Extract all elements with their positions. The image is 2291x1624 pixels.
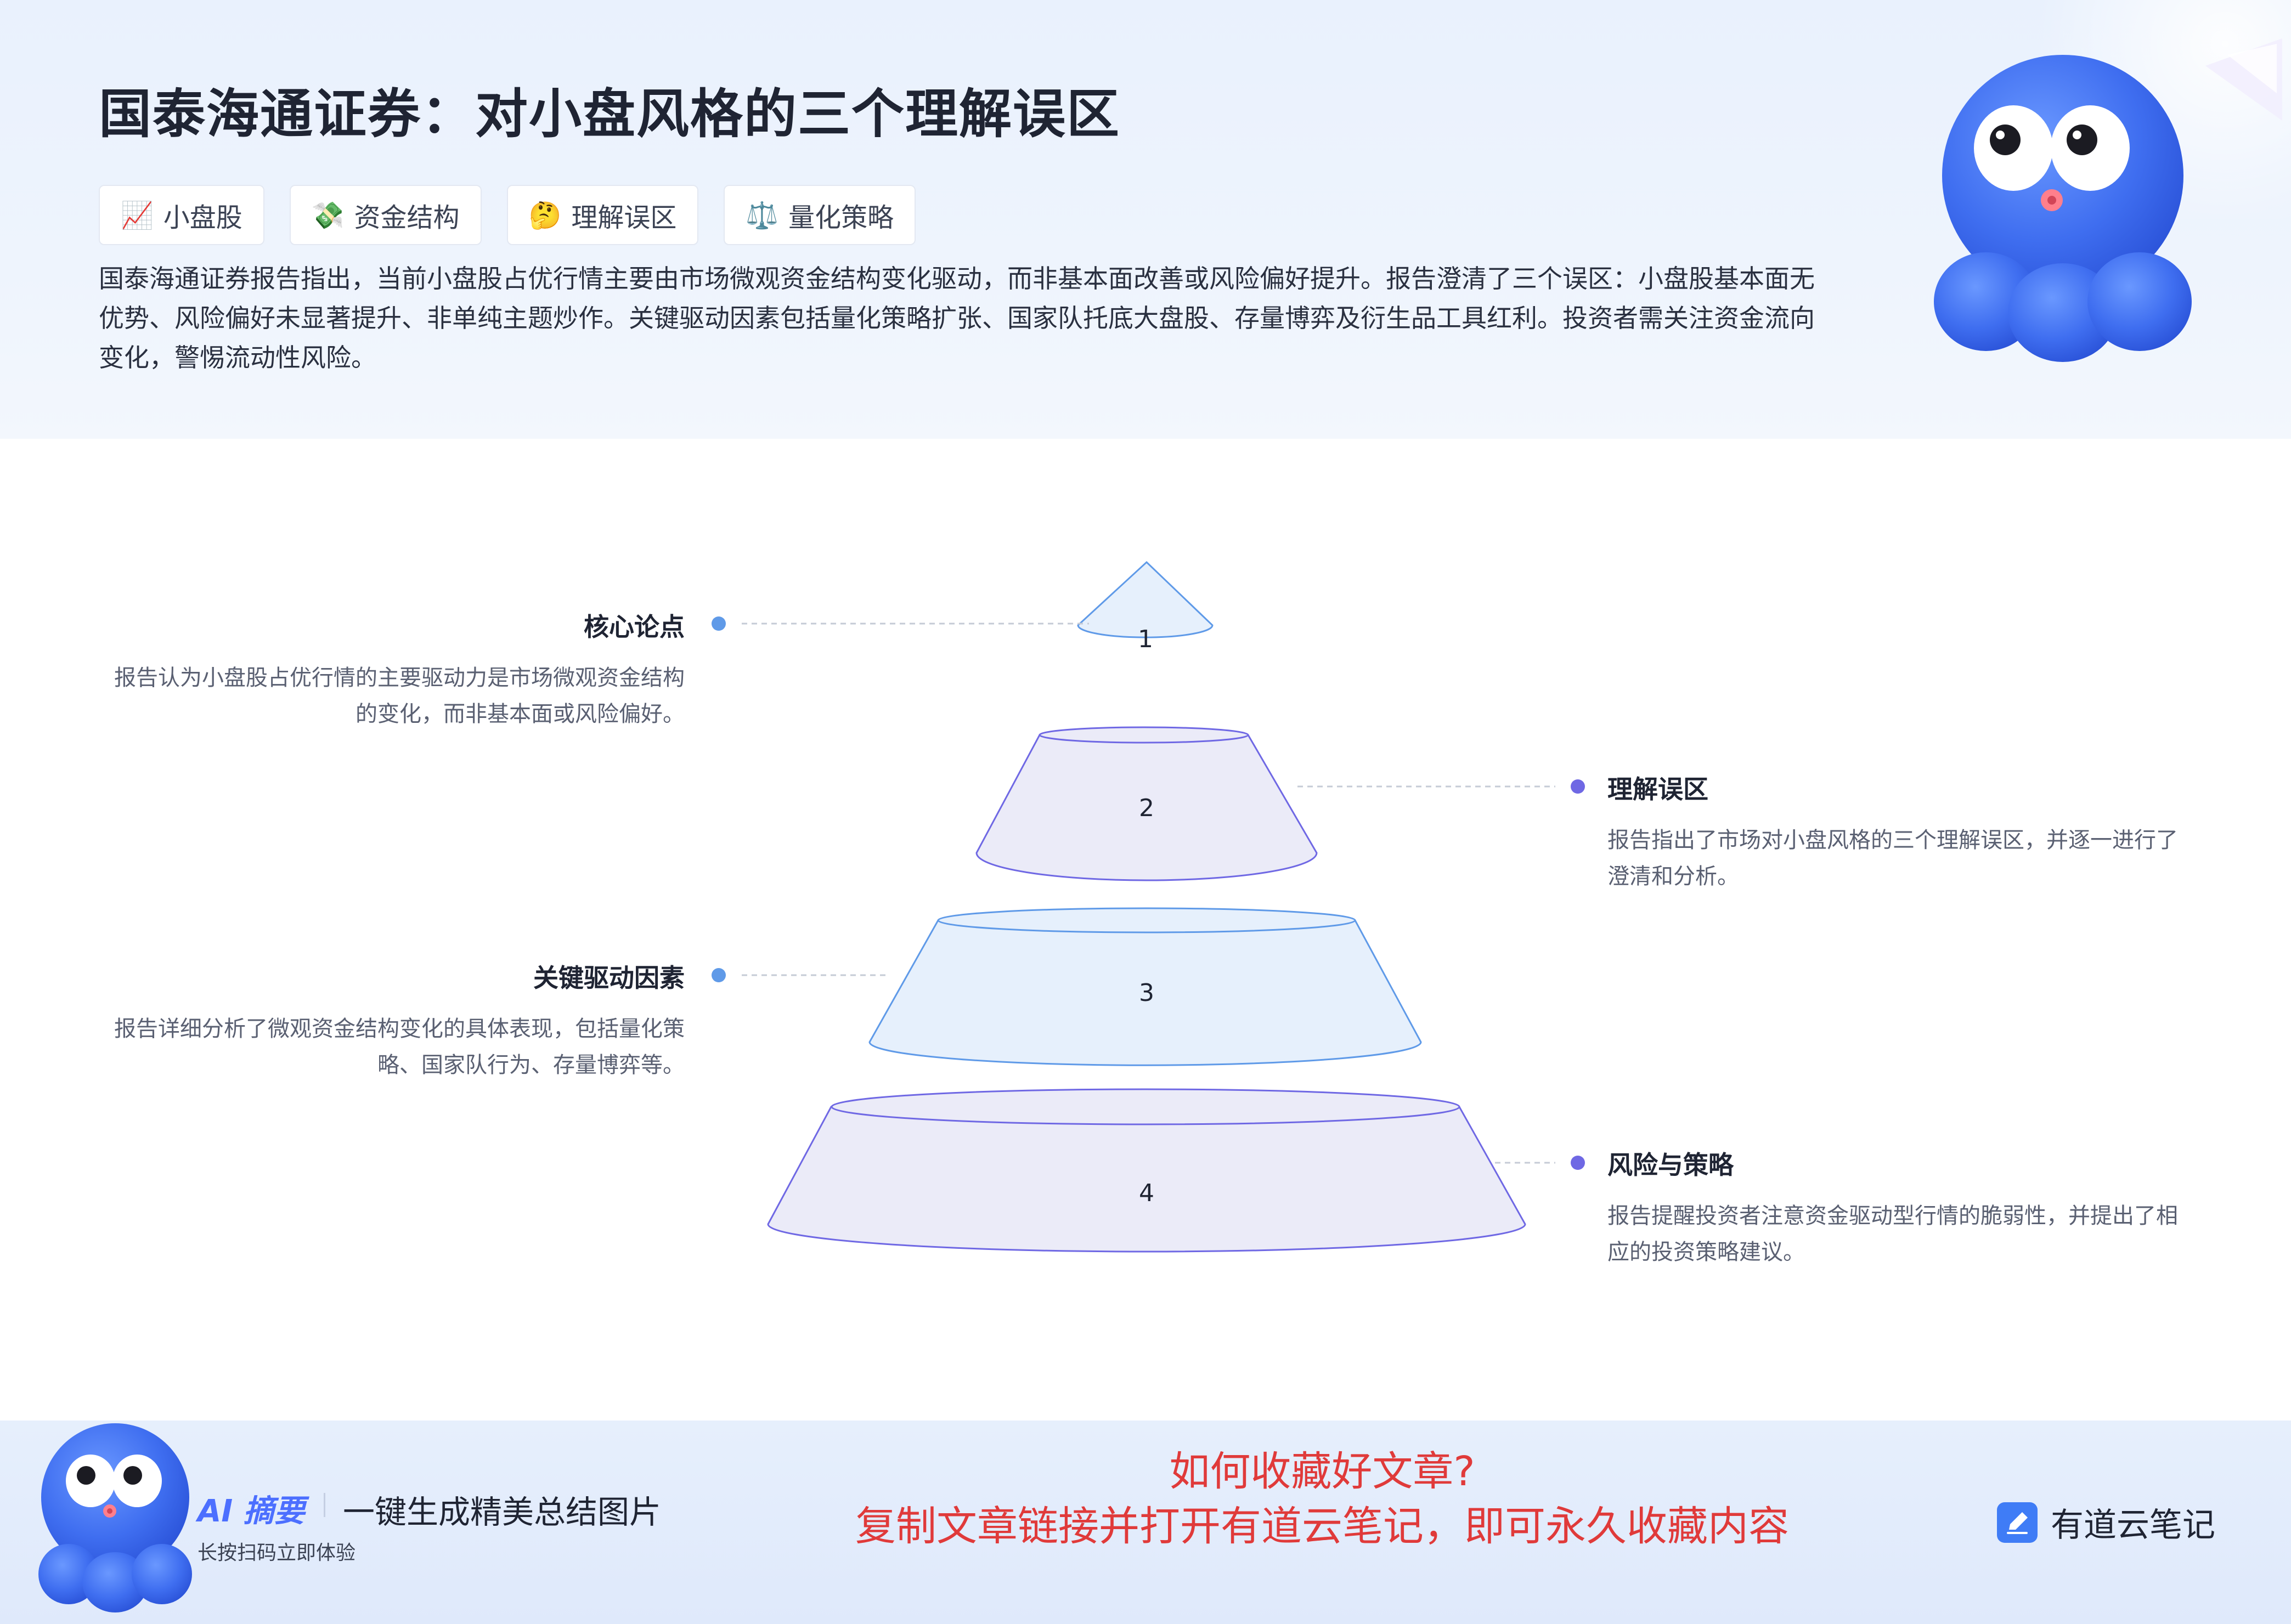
tier-4: 4: [767, 1088, 1526, 1253]
footer-call-to-action: 如何收藏好文章? 复制文章链接并打开有道云笔记，即可永久收藏内容: [757, 1444, 1887, 1554]
brand-name: 有道云笔记: [2051, 1506, 2215, 1544]
tier-3-title: 关键驱动因素: [533, 963, 685, 993]
tier-4-title: 风险与策略: [1607, 1150, 1734, 1180]
tier-4-description: 报告提醒投资者注意资金驱动型行情的脆弱性，并提出了相应的投资策略建议。: [1607, 1203, 2178, 1265]
brand-logo[interactable]: 有道云笔记: [1997, 1498, 2215, 1546]
connector-1: [712, 616, 1089, 631]
footer-section: [0, 1421, 2291, 1624]
balance-scale-icon: ⚖️: [746, 200, 779, 231]
tag-label: 理解误区: [571, 202, 677, 233]
pyramid-diagram: 1 2 3 4: [0, 439, 2291, 1421]
octopus-mascot-icon: [1934, 55, 2192, 362]
cta-line-2: 复制文章链接并打开有道云笔记，即可永久收藏内容: [855, 1503, 1789, 1550]
footer-divider: [324, 1493, 325, 1517]
thinking-face-icon: 🤔: [528, 200, 562, 231]
tag-label: 资金结构: [354, 202, 460, 233]
tier-number-3: 3: [1139, 979, 1154, 1007]
tier-3-label: 关键驱动因素 报告详细分析了微观资金结构变化的具体表现，包括量化策略、国家队行为…: [104, 958, 685, 1083]
money-wings-icon: 💸: [311, 200, 345, 231]
tier-number-2: 2: [1139, 794, 1154, 822]
tier-2: 2: [975, 726, 1318, 881]
ai-summary-logo: AI 摘要: [198, 1493, 305, 1529]
tier-number-4: 4: [1139, 1179, 1154, 1207]
tier-2-label: 理解误区 报告指出了市场对小盘风格的三个理解误区，并逐一进行了澄清和分析。: [1607, 769, 2194, 895]
tag-small-cap[interactable]: 📈 小盘股: [99, 185, 264, 245]
pencil-note-icon: [1997, 1502, 2038, 1543]
page-title: 国泰海通证券：对小盘风格的三个理解误区: [99, 83, 1120, 145]
tier-number-1: 1: [1138, 625, 1153, 653]
tag-misunderstanding[interactable]: 🤔 理解误区: [506, 185, 699, 245]
connector-3: [712, 968, 889, 982]
tier-4-label: 风险与策略 报告提醒投资者注意资金驱动型行情的脆弱性，并提出了相应的投资策略建议…: [1607, 1145, 2194, 1270]
chart-up-icon: 📈: [121, 200, 154, 231]
tier-2-title: 理解误区: [1607, 774, 1708, 804]
tag-list: 📈 小盘股 💸 资金结构 🤔 理解误区 ⚖️ 量化策略: [99, 185, 916, 245]
connector-2: [1297, 779, 1585, 794]
connector-4: [1495, 1156, 1585, 1170]
tier-1-description: 报告认为小盘股占优行情的主要驱动力是市场微观资金结构的变化，而非基本面或风险偏好…: [114, 665, 685, 727]
tag-capital-structure[interactable]: 💸 资金结构: [289, 185, 482, 245]
footer-scan-hint: 长按扫码立即体验: [198, 1542, 356, 1564]
footer-slogan: 一键生成精美总结图片: [343, 1493, 662, 1531]
cta-line-1: 如何收藏好文章?: [1169, 1448, 1475, 1495]
tier-3-description: 报告详细分析了微观资金结构变化的具体表现，包括量化策略、国家队行为、存量博弈等。: [114, 1016, 685, 1078]
tag-label: 量化策略: [788, 202, 894, 233]
summary-text: 国泰海通证券报告指出，当前小盘股占优行情主要由市场微观资金结构变化驱动，而非基本…: [99, 264, 1815, 372]
tier-3: 3: [868, 907, 1422, 1066]
pyramid-svg: 1 2 3 4: [712, 561, 1585, 1253]
decorative-triangle: [2205, 38, 2282, 121]
tier-1-label: 核心论点 报告认为小盘股占优行情的主要驱动力是市场微观资金结构的变化，而非基本面…: [104, 607, 685, 732]
tag-label: 小盘股: [163, 202, 242, 233]
tier-2-description: 报告指出了市场对小盘风格的三个理解误区，并逐一进行了澄清和分析。: [1607, 828, 2178, 889]
tier-1: 1: [1077, 561, 1214, 653]
octopus-mascot-small-icon: [38, 1423, 192, 1612]
tag-quant-strategy[interactable]: ⚖️ 量化策略: [724, 185, 916, 245]
tier-1-title: 核心论点: [584, 612, 685, 642]
